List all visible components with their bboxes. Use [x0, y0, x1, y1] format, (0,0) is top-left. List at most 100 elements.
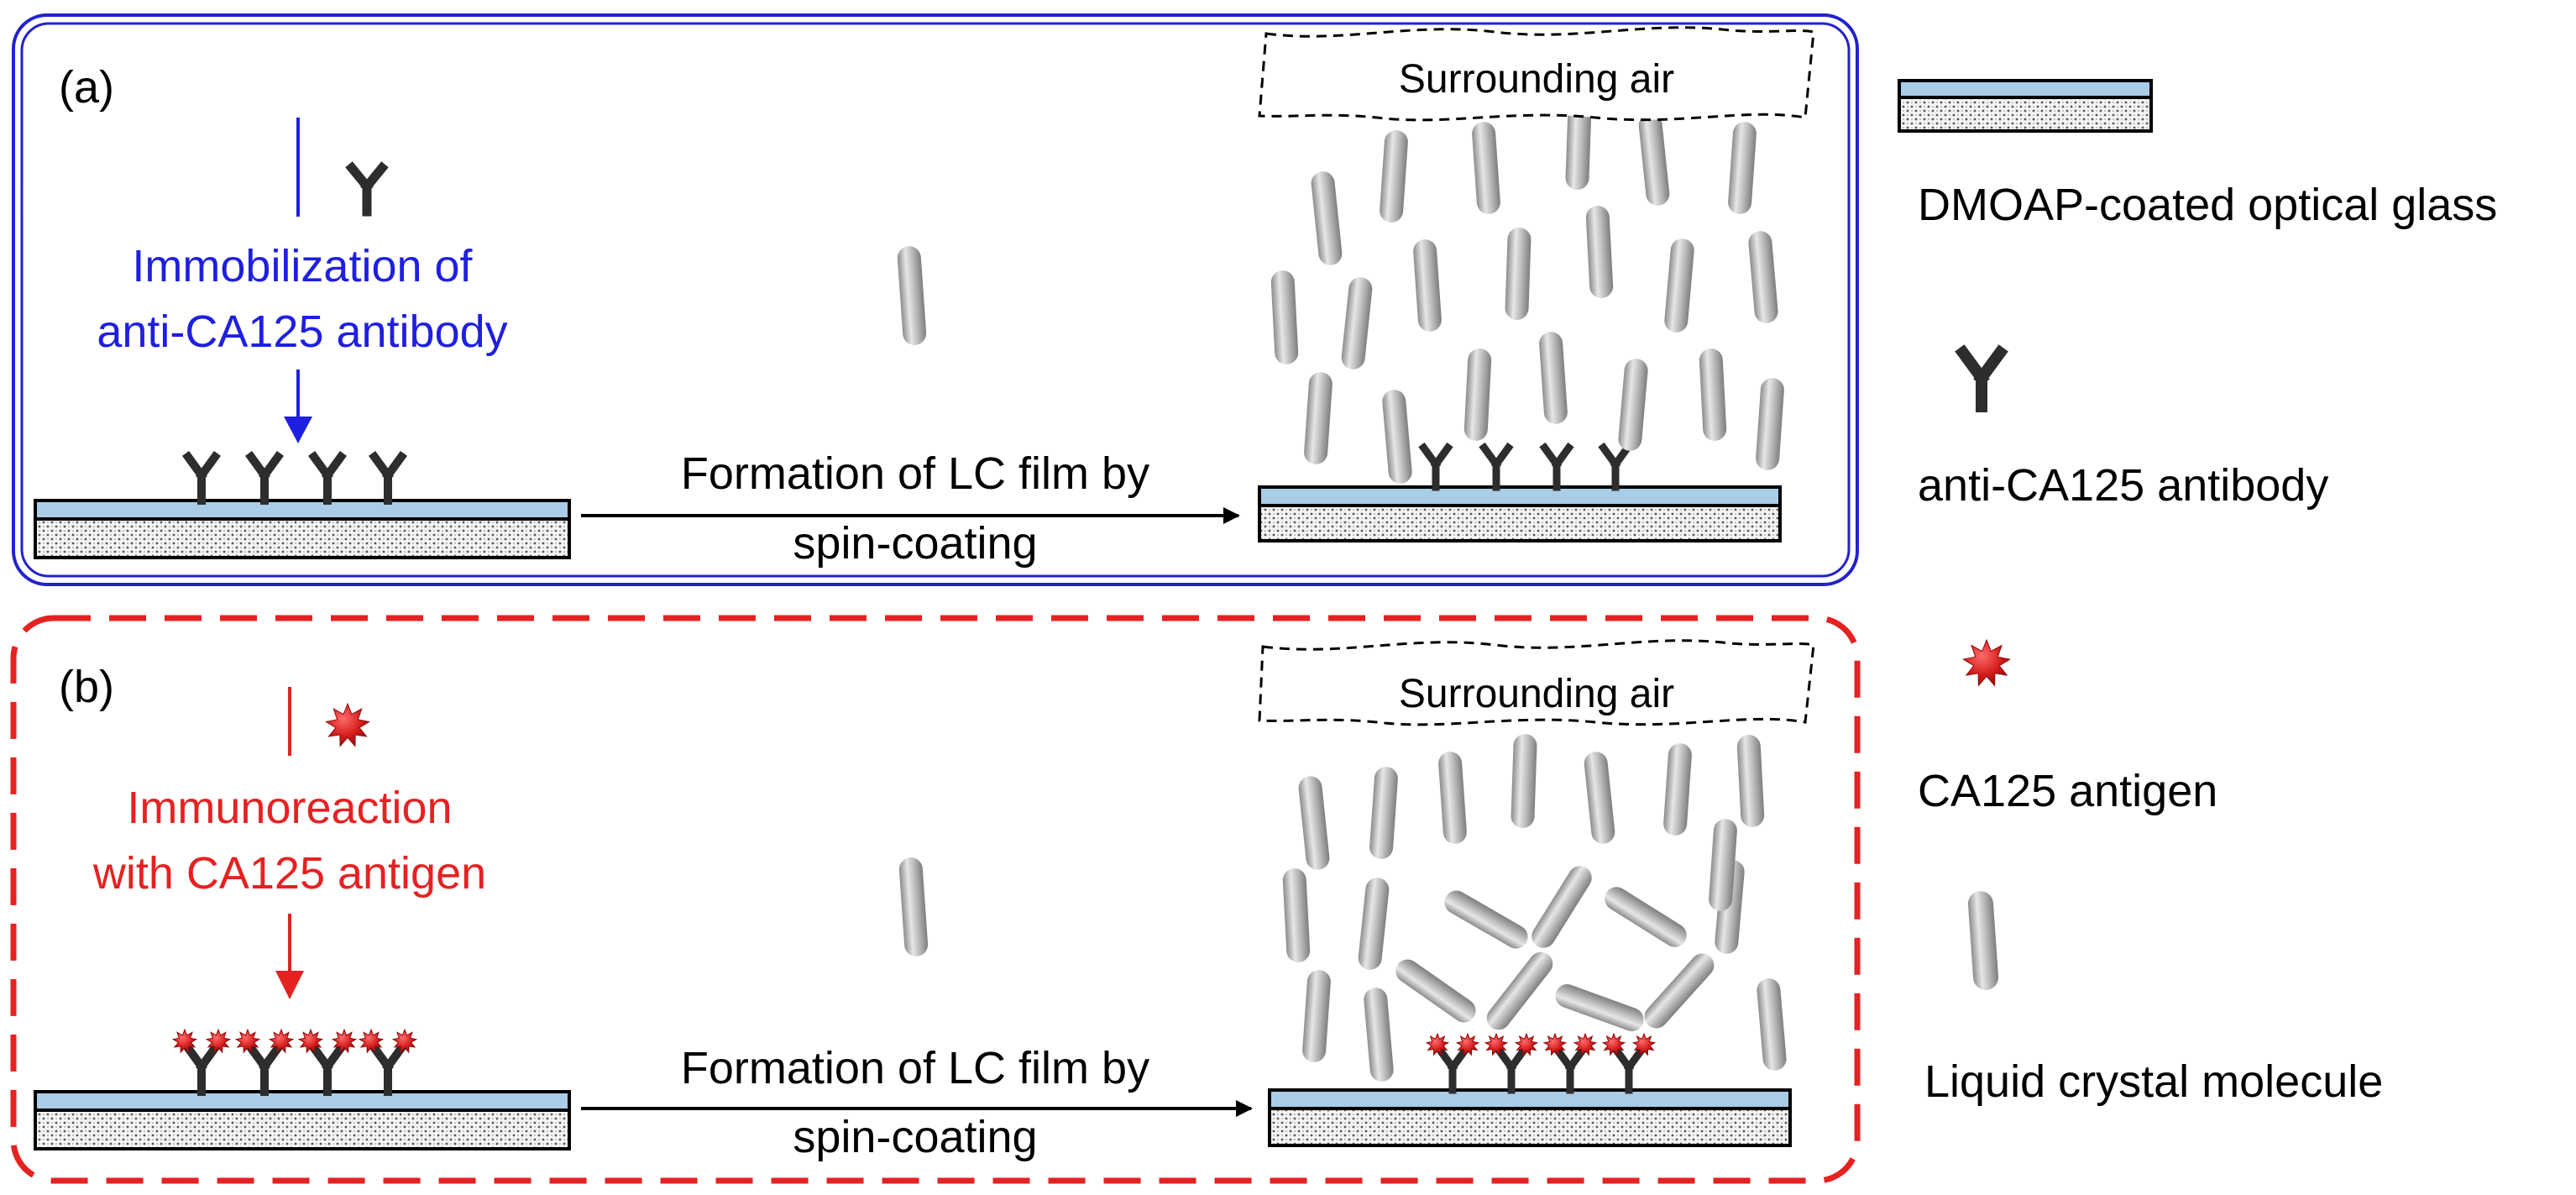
panel-a-glass-left [34, 499, 571, 559]
antibody-y-icon [1955, 344, 2008, 412]
lc-molecule [1380, 130, 1408, 223]
antigen-star-icon [1514, 1032, 1539, 1056]
antibody-y-icon [308, 451, 347, 505]
lc-molecule [1967, 891, 1999, 990]
panel-a-step-line1: Immobilization of [132, 241, 473, 291]
panel-b-antibodies-right [1425, 1032, 1657, 1094]
antigen-star-icon [1573, 1032, 1598, 1056]
panel-a-glass-right [1258, 485, 1782, 542]
lc-molecule [1282, 868, 1311, 962]
lc-molecule [1555, 983, 1644, 1032]
antigen-star-icon [1601, 1032, 1626, 1056]
antibody-y-icon [182, 451, 221, 505]
lc-molecule [1638, 113, 1670, 206]
lc-molecule [1539, 332, 1568, 424]
panel-a-arrow-line2: spin-coating [793, 518, 1037, 569]
lc-molecule [1364, 988, 1394, 1082]
antibody-y-icon [345, 161, 389, 217]
panel-b-arrow-line1: Formation of LC film by [681, 1043, 1149, 1093]
lc-molecule [1438, 752, 1467, 844]
antigen-star-icon [325, 702, 370, 747]
lc-molecule [1382, 390, 1412, 484]
antigen-star-icon [1542, 1032, 1568, 1056]
lc-molecule [1709, 819, 1737, 911]
antigen-star-icon [1962, 638, 2011, 687]
legend-glass-label: DMOAP-coated optical glass [1918, 180, 2497, 230]
antigen-star-icon [1425, 1032, 1450, 1056]
antibody-y-icon [245, 1042, 284, 1096]
panel-a: (a) Immobilization of anti-CA125 antibod… [12, 13, 1859, 586]
antibody-y-icon [1479, 442, 1514, 491]
panel-a-label: (a) [59, 62, 114, 113]
lc-molecule [1311, 171, 1343, 265]
lc-rod-icon [1967, 891, 1999, 990]
antibody-y-icon [245, 451, 284, 505]
lc-molecule [1486, 951, 1553, 1030]
panel-b-lc-film [1282, 734, 1787, 1082]
panel-b-glass-left [34, 1090, 571, 1150]
panel-b-arrow-line2: spin-coating [793, 1112, 1037, 1162]
lc-molecule [1736, 735, 1765, 827]
antibody-y-icon [1611, 1045, 1647, 1094]
panel-b: (b) Immunoreaction with CA125 antigen Fo… [10, 615, 1861, 1184]
lc-molecule [1358, 878, 1390, 970]
panel-b-step-line2: with CA125 antigen [92, 848, 486, 899]
lc-molecule [1728, 122, 1757, 214]
lc-molecule [1699, 349, 1727, 441]
lc-molecule [1444, 890, 1528, 949]
panel-a-border-inner [20, 22, 1851, 578]
lc-molecule [1341, 277, 1373, 370]
antibody-y-icon [1418, 442, 1453, 491]
lc-molecule [1511, 734, 1537, 828]
lc-molecule [897, 246, 927, 345]
legend: DMOAP-coated optical glass anti-CA125 an… [1898, 79, 2497, 1107]
lc-molecule [1663, 743, 1692, 836]
antibody-y-icon [1598, 442, 1633, 491]
lc-molecule [1369, 767, 1398, 859]
panel-a-air-boundary [1258, 26, 1815, 122]
panel-a-antibodies-left [182, 451, 407, 505]
antibody-y-icon [1494, 1045, 1529, 1094]
legend-lc-label: Liquid crystal molecule [1924, 1056, 2383, 1107]
lc-molecule [1756, 378, 1784, 470]
antigen-star-icon [1631, 1032, 1657, 1056]
lc-molecule [1463, 349, 1492, 441]
panel-a-air-label: Surrounding air [1399, 57, 1674, 102]
panel-b-step-line1: Immunoreaction [127, 783, 452, 833]
lc-molecule [1605, 887, 1687, 947]
antigen-star-icon [1484, 1032, 1509, 1056]
lc-molecule [1584, 752, 1615, 844]
lc-molecule [1298, 776, 1330, 870]
antibody-y-icon [308, 1042, 347, 1096]
antigen-star-icon [171, 1028, 198, 1054]
lc-rod-icon [897, 246, 927, 345]
lc-molecule [1748, 231, 1778, 323]
antigen-star-icon [205, 1028, 232, 1054]
lc-molecule [1304, 372, 1333, 464]
lc-molecule [1505, 228, 1531, 320]
lc-molecule [1302, 970, 1331, 1062]
antibody-y-icon [1539, 442, 1574, 491]
antigen-star-icon [297, 1028, 324, 1054]
lc-molecule [898, 857, 929, 957]
antibody-y-icon [1435, 1045, 1470, 1094]
lc-molecule [1413, 239, 1442, 332]
antigen-star-icon [358, 1028, 385, 1054]
lc-molecule [1395, 959, 1476, 1023]
antibody-y-icon [182, 1042, 221, 1096]
panel-a-step-line2: anti-CA125 antibody [97, 307, 507, 357]
lc-molecule [1531, 866, 1592, 948]
antigen-star-icon [331, 1028, 358, 1054]
antigen-star-icon [325, 702, 370, 747]
antigen-star-icon [1455, 1032, 1480, 1056]
lc-molecule [1585, 206, 1614, 298]
panel-b-antibodies-left [171, 1028, 418, 1096]
antibody-y-icon [369, 1042, 407, 1096]
antigen-star-icon [234, 1028, 261, 1054]
panel-a-antibodies-right [1418, 442, 1633, 491]
lc-molecule [1757, 978, 1787, 1071]
lc-molecule [1618, 359, 1648, 451]
panel-b-glass-right [1268, 1088, 1792, 1147]
panel-b-border [10, 615, 1861, 1184]
antigen-star-icon [268, 1028, 295, 1054]
